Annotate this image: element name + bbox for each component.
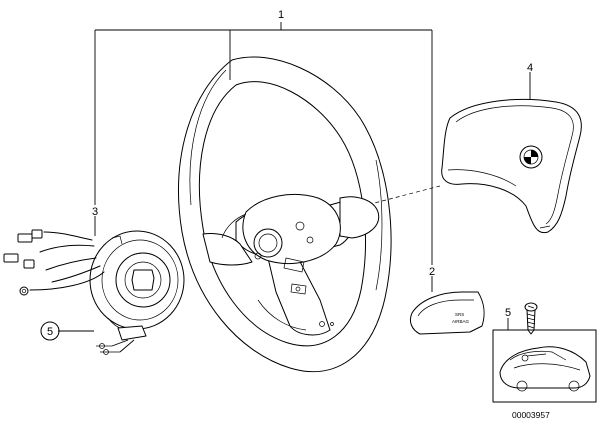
callout-5: 5: [505, 307, 511, 319]
callout-2: 2: [429, 266, 435, 278]
horn-cover: SRS AIRBAG: [409, 291, 485, 335]
leader-lines: [58, 22, 531, 332]
screw: [524, 302, 538, 335]
steering-wheel: [178, 56, 392, 373]
car-inset: [492, 329, 597, 403]
callout-5-circled: 5: [47, 326, 53, 338]
slip-ring: [3, 229, 185, 355]
airbag-module: [441, 98, 582, 234]
horn-cover-text-2: AIRBAG: [452, 319, 470, 324]
callout-3: 3: [92, 206, 98, 218]
horn-cover-text-1: SRS: [455, 312, 464, 317]
callout-circle: [40, 321, 60, 341]
image-number: 00003957: [512, 410, 550, 420]
callout-1: 1: [278, 9, 284, 21]
callout-4: 4: [527, 62, 533, 74]
